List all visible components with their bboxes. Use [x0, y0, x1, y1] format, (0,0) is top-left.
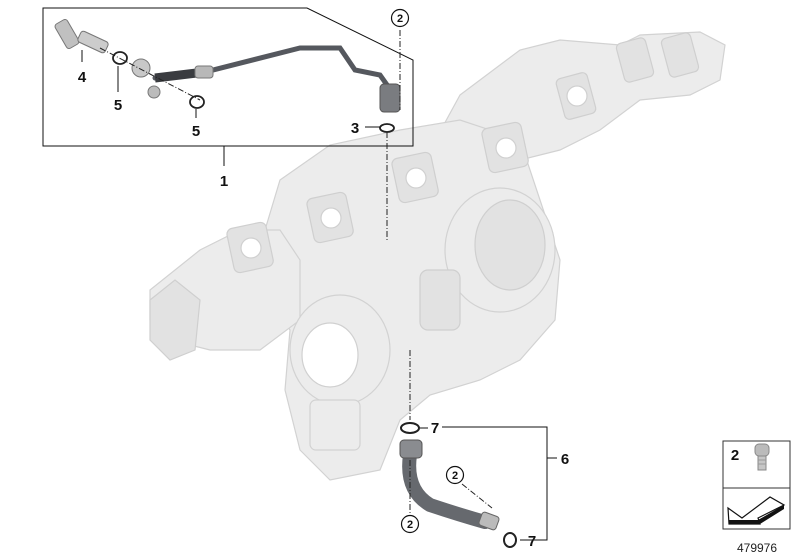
oil-feed-pipe — [131, 45, 401, 113]
socket-head-screw-icon — [754, 443, 770, 471]
o-ring — [503, 532, 517, 548]
legend-item-number: 2 — [731, 447, 739, 464]
arrow-icon — [727, 496, 786, 525]
reference-number: 479976 — [737, 541, 777, 555]
turbocharger-illustration — [149, 31, 726, 481]
svg-text:2: 2 — [397, 13, 403, 25]
svg-text:2: 2 — [452, 470, 458, 482]
o-ring — [379, 123, 395, 133]
callout-5b[interactable]: 5 — [192, 123, 200, 140]
callout-6[interactable]: 6 — [561, 451, 569, 468]
banjo-bolt — [54, 18, 109, 54]
legend-box: 2 — [722, 440, 791, 530]
callout-1[interactable]: 1 — [220, 173, 228, 190]
o-ring — [189, 95, 205, 109]
svg-text:2: 2 — [407, 519, 413, 531]
assembly-box — [42, 7, 414, 147]
callout-3[interactable]: 3 — [351, 120, 359, 137]
callout-2-top[interactable]: 2 — [390, 8, 410, 28]
callout-2-mid[interactable]: 2 — [445, 465, 465, 485]
callout-2-bottom[interactable]: 2 — [400, 514, 420, 534]
callout-4[interactable]: 4 — [78, 69, 87, 86]
o-ring — [400, 422, 420, 434]
callout-5a[interactable]: 5 — [114, 97, 122, 114]
callout-7-top[interactable]: 7 — [431, 420, 439, 437]
o-ring — [112, 51, 128, 65]
callout-7-bottom[interactable]: 7 — [528, 533, 536, 550]
